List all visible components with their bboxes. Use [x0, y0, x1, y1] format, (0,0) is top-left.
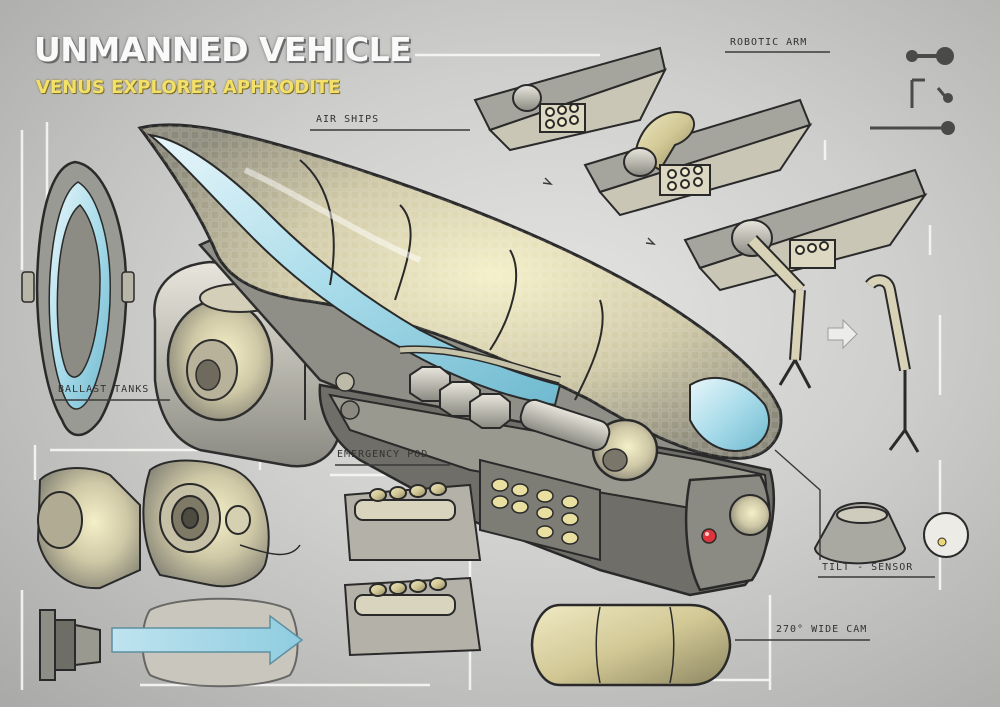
ballast-tank-sketches — [36, 459, 301, 590]
side-profile-sketch — [39, 597, 304, 688]
emergency-pod-sketches — [343, 482, 482, 657]
label-emergency-pod: EMERGENCY POD — [337, 449, 429, 460]
leader-lines — [55, 51, 935, 641]
label-tilt-sensor: TILT - SENSOR — [822, 562, 914, 573]
capsule-sketch — [530, 603, 732, 687]
sheet-subtitle: VENUS EXPLORER APHRODITE — [36, 77, 341, 98]
label-air-ships: AIR SHIPS — [316, 114, 380, 125]
tilt-sensor-sketch — [813, 502, 969, 565]
main-vehicle — [137, 123, 783, 597]
robotic-arm-sketches — [473, 46, 955, 453]
label-wide-cam: 270° WIDE CAM — [776, 624, 868, 635]
top-view-sketch — [21, 160, 135, 437]
sheet-title: UNMANNED VEHICLE — [34, 30, 412, 69]
label-robotic-arm: ROBOTIC ARM — [730, 37, 808, 48]
label-ballast-tanks: BALLAST TANKS — [58, 384, 150, 395]
